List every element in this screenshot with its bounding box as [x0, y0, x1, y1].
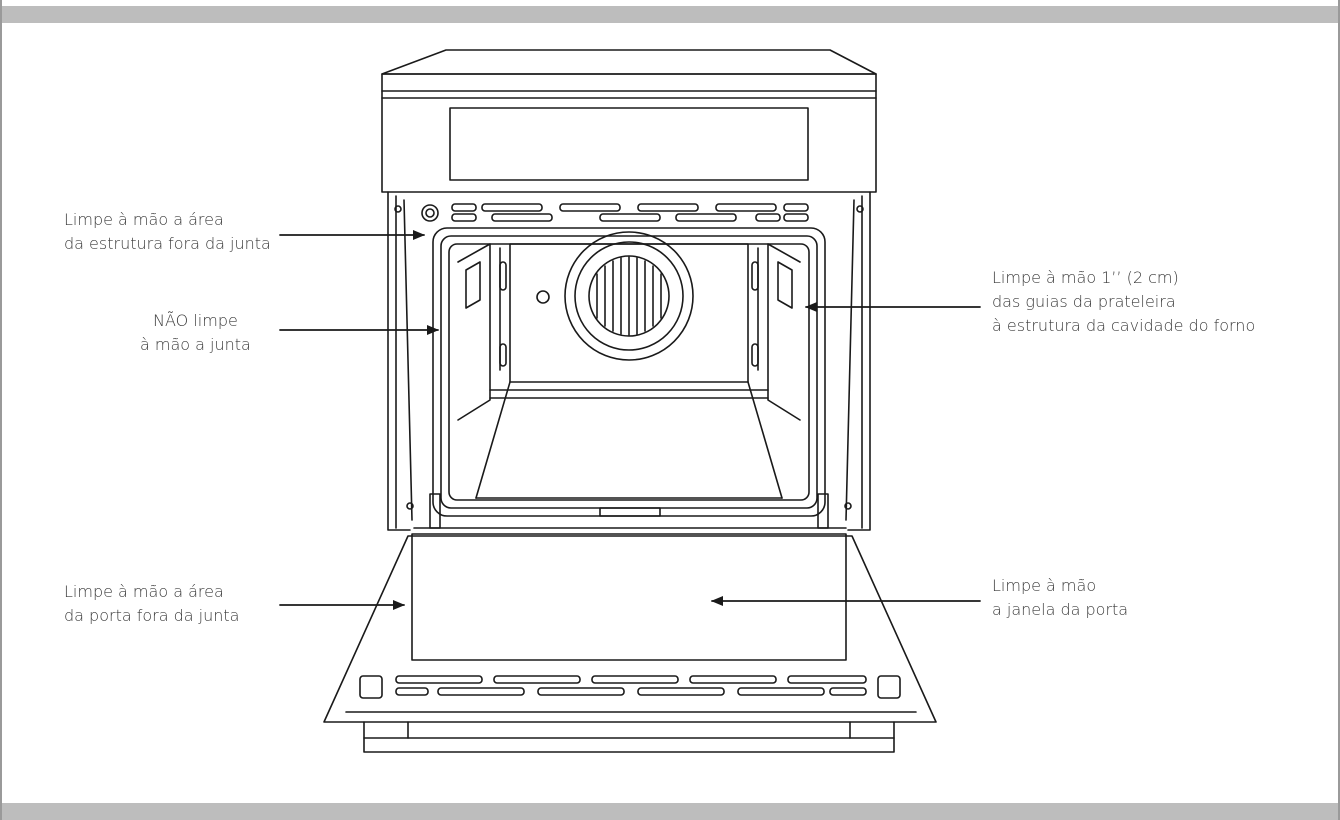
label-line: a janela da porta — [992, 600, 1129, 619]
label-line: Limpe à mão a área — [64, 582, 224, 601]
label-line: Limpe à mão — [992, 576, 1097, 595]
oven-body — [387, 191, 871, 531]
bottom-bar — [2, 803, 1338, 820]
door-window — [411, 533, 847, 661]
label-door-window: Limpe à mão a janela da porta — [992, 574, 1128, 622]
label-line: das guias da prateleira — [992, 292, 1176, 311]
frame-vent-slots — [421, 203, 809, 222]
oven-top-panel — [381, 49, 877, 193]
label-gasket: NÃO limpe à mão a junta — [140, 309, 251, 357]
label-line: Limpe à mão 1’’ (2 cm) — [992, 268, 1179, 287]
label-line: à estrutura da cavidade do forno — [992, 316, 1256, 335]
oven-cavity — [432, 227, 826, 517]
label-line: NÃO limpe — [153, 311, 238, 330]
label-frame-outside-gasket: Limpe à mão a área da estrutura fora da … — [64, 208, 271, 256]
oven-fan-icon — [564, 231, 694, 361]
control-display-window — [449, 107, 809, 181]
label-line: à mão a junta — [140, 335, 251, 354]
top-bar — [2, 6, 1338, 23]
label-door-outside-gasket: Limpe à mão a área da porta fora da junt… — [64, 580, 239, 628]
label-line: da estrutura fora da junta — [64, 234, 271, 253]
label-rack-guides: Limpe à mão 1’’ (2 cm) das guias da prat… — [992, 266, 1255, 338]
oven-door — [323, 493, 937, 753]
annotation-arrows — [279, 230, 981, 610]
label-line: Limpe à mão a área — [64, 210, 224, 229]
label-line: da porta fora da junta — [64, 606, 240, 625]
